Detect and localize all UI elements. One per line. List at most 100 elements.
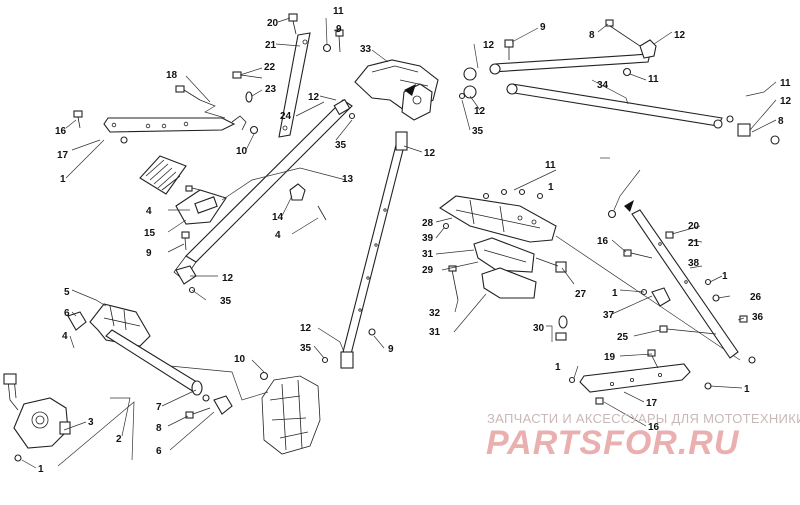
bolt-32 — [448, 265, 459, 301]
callout-37: 37 — [603, 310, 615, 321]
part-21-strap-right — [624, 200, 739, 359]
callout-11: 11 — [780, 78, 791, 89]
nut-1-lower-bar-left — [568, 376, 576, 384]
callout-27: 27 — [575, 289, 587, 300]
bolt-8-right-top — [605, 19, 641, 47]
callout-25: 25 — [617, 332, 629, 343]
callout-11: 11 — [545, 160, 556, 171]
bolt-8-lower — [185, 407, 211, 419]
part-15-mounting-bracket — [175, 189, 227, 225]
callout-35: 35 — [220, 296, 232, 307]
bolt-35-center — [321, 356, 329, 364]
callout-1: 1 — [722, 271, 728, 282]
callout-8: 8 — [589, 30, 595, 41]
part-28-module-mount-plate — [439, 195, 557, 243]
bolt-19 — [647, 349, 659, 369]
bolt-20-top — [288, 13, 298, 35]
callout-35: 35 — [335, 140, 347, 151]
bolt-18 — [175, 85, 201, 101]
callout-15: 15 — [144, 228, 156, 239]
clip-12-right-top — [639, 39, 657, 59]
callout-34: 34 — [597, 80, 609, 91]
nut-1-module-c — [518, 188, 526, 196]
bolt-25 — [659, 325, 717, 335]
callout-4: 4 — [62, 331, 68, 342]
callout-38: 38 — [688, 258, 700, 269]
part-13-center-steering-shaft — [340, 131, 408, 369]
bolt-16-right — [623, 249, 653, 259]
part-27-connector — [535, 257, 567, 273]
callout-29: 29 — [422, 265, 434, 276]
callout-1: 1 — [38, 464, 44, 475]
part-29-module — [473, 237, 535, 273]
callout-1: 1 — [555, 362, 561, 373]
nut-1-module-a — [482, 192, 490, 200]
callout-26: 26 — [750, 292, 762, 303]
bushing-12-upper — [333, 98, 351, 116]
watermark-tagline: ЗАПЧАСТИ И АКСЕССУАРЫ ДЛЯ МОТОТЕХНИКИ — [487, 411, 800, 426]
callout-1: 1 — [60, 174, 66, 185]
callout-21: 21 — [688, 238, 700, 249]
callout-28: 28 — [422, 218, 434, 229]
callout-1: 1 — [744, 384, 750, 395]
nut-10-upper — [249, 125, 259, 135]
callout-20: 20 — [267, 18, 279, 29]
nut-10-lower — [259, 371, 269, 381]
callout-4: 4 — [275, 230, 281, 241]
callout-11: 11 — [333, 6, 344, 17]
callout-35: 35 — [472, 126, 484, 137]
nut-1-module-b — [500, 188, 508, 196]
callout-1: 1 — [548, 182, 554, 193]
callout-12: 12 — [222, 273, 234, 284]
part-31-module-lower — [481, 267, 537, 299]
bolt-35-upper — [348, 112, 356, 120]
part-33-steering-post-bracket — [354, 59, 439, 121]
nut-11-tie-rod — [622, 67, 632, 77]
callout-12: 12 — [780, 96, 792, 107]
part-3-power-steering-unit — [3, 373, 71, 449]
callout-21: 21 — [265, 40, 277, 51]
bolt-20-right — [665, 231, 674, 239]
callout-12: 12 — [308, 92, 320, 103]
callout-9: 9 — [146, 248, 152, 259]
callout-12: 12 — [674, 30, 686, 41]
callout-5: 5 — [64, 287, 70, 298]
part-5-steering-column-bracket — [89, 303, 151, 347]
callout-9: 9 — [388, 344, 394, 355]
screw-9-box — [181, 231, 190, 251]
nut-39 — [442, 222, 450, 230]
callout-32: 32 — [429, 308, 441, 319]
nut-1-module-d — [536, 192, 544, 200]
callout-16: 16 — [55, 126, 67, 137]
part-7-lower-tube — [105, 329, 203, 396]
part-17-lower-cross-bar — [579, 363, 691, 393]
callout-8: 8 — [778, 116, 784, 127]
callout-6: 6 — [64, 308, 70, 319]
callout-17: 17 — [646, 398, 658, 409]
callout-30: 30 — [533, 323, 545, 334]
callout-3: 3 — [88, 417, 94, 428]
callout-24: 24 — [280, 111, 292, 122]
callout-8: 8 — [156, 423, 162, 434]
callout-12: 12 — [424, 148, 436, 159]
bracket-12-lower-tube — [175, 265, 197, 285]
part-14-clip — [289, 183, 327, 221]
callout-2: 2 — [116, 434, 122, 445]
nut-1-upper — [120, 136, 128, 144]
callout-13: 13 — [342, 174, 354, 185]
callout-16: 16 — [597, 236, 609, 247]
engine-block-sketch — [261, 375, 321, 455]
callout-labels: 20 11 9 21 33 12 9 8 12 18 22 23 11 34 1… — [38, 6, 792, 475]
part-4-fuse-block — [139, 155, 187, 195]
callout-14: 14 — [272, 212, 284, 223]
nut-11-right — [607, 209, 617, 219]
callout-22: 22 — [264, 62, 276, 73]
callout-12: 12 — [474, 106, 486, 117]
bolt-9-top — [335, 29, 344, 53]
callout-12: 12 — [300, 323, 312, 334]
part-6-clamp-lower — [213, 395, 233, 415]
part-34-upper-tie-rod — [463, 53, 723, 127]
bolt-16-lower — [595, 397, 604, 405]
callout-36: 36 — [752, 312, 764, 323]
